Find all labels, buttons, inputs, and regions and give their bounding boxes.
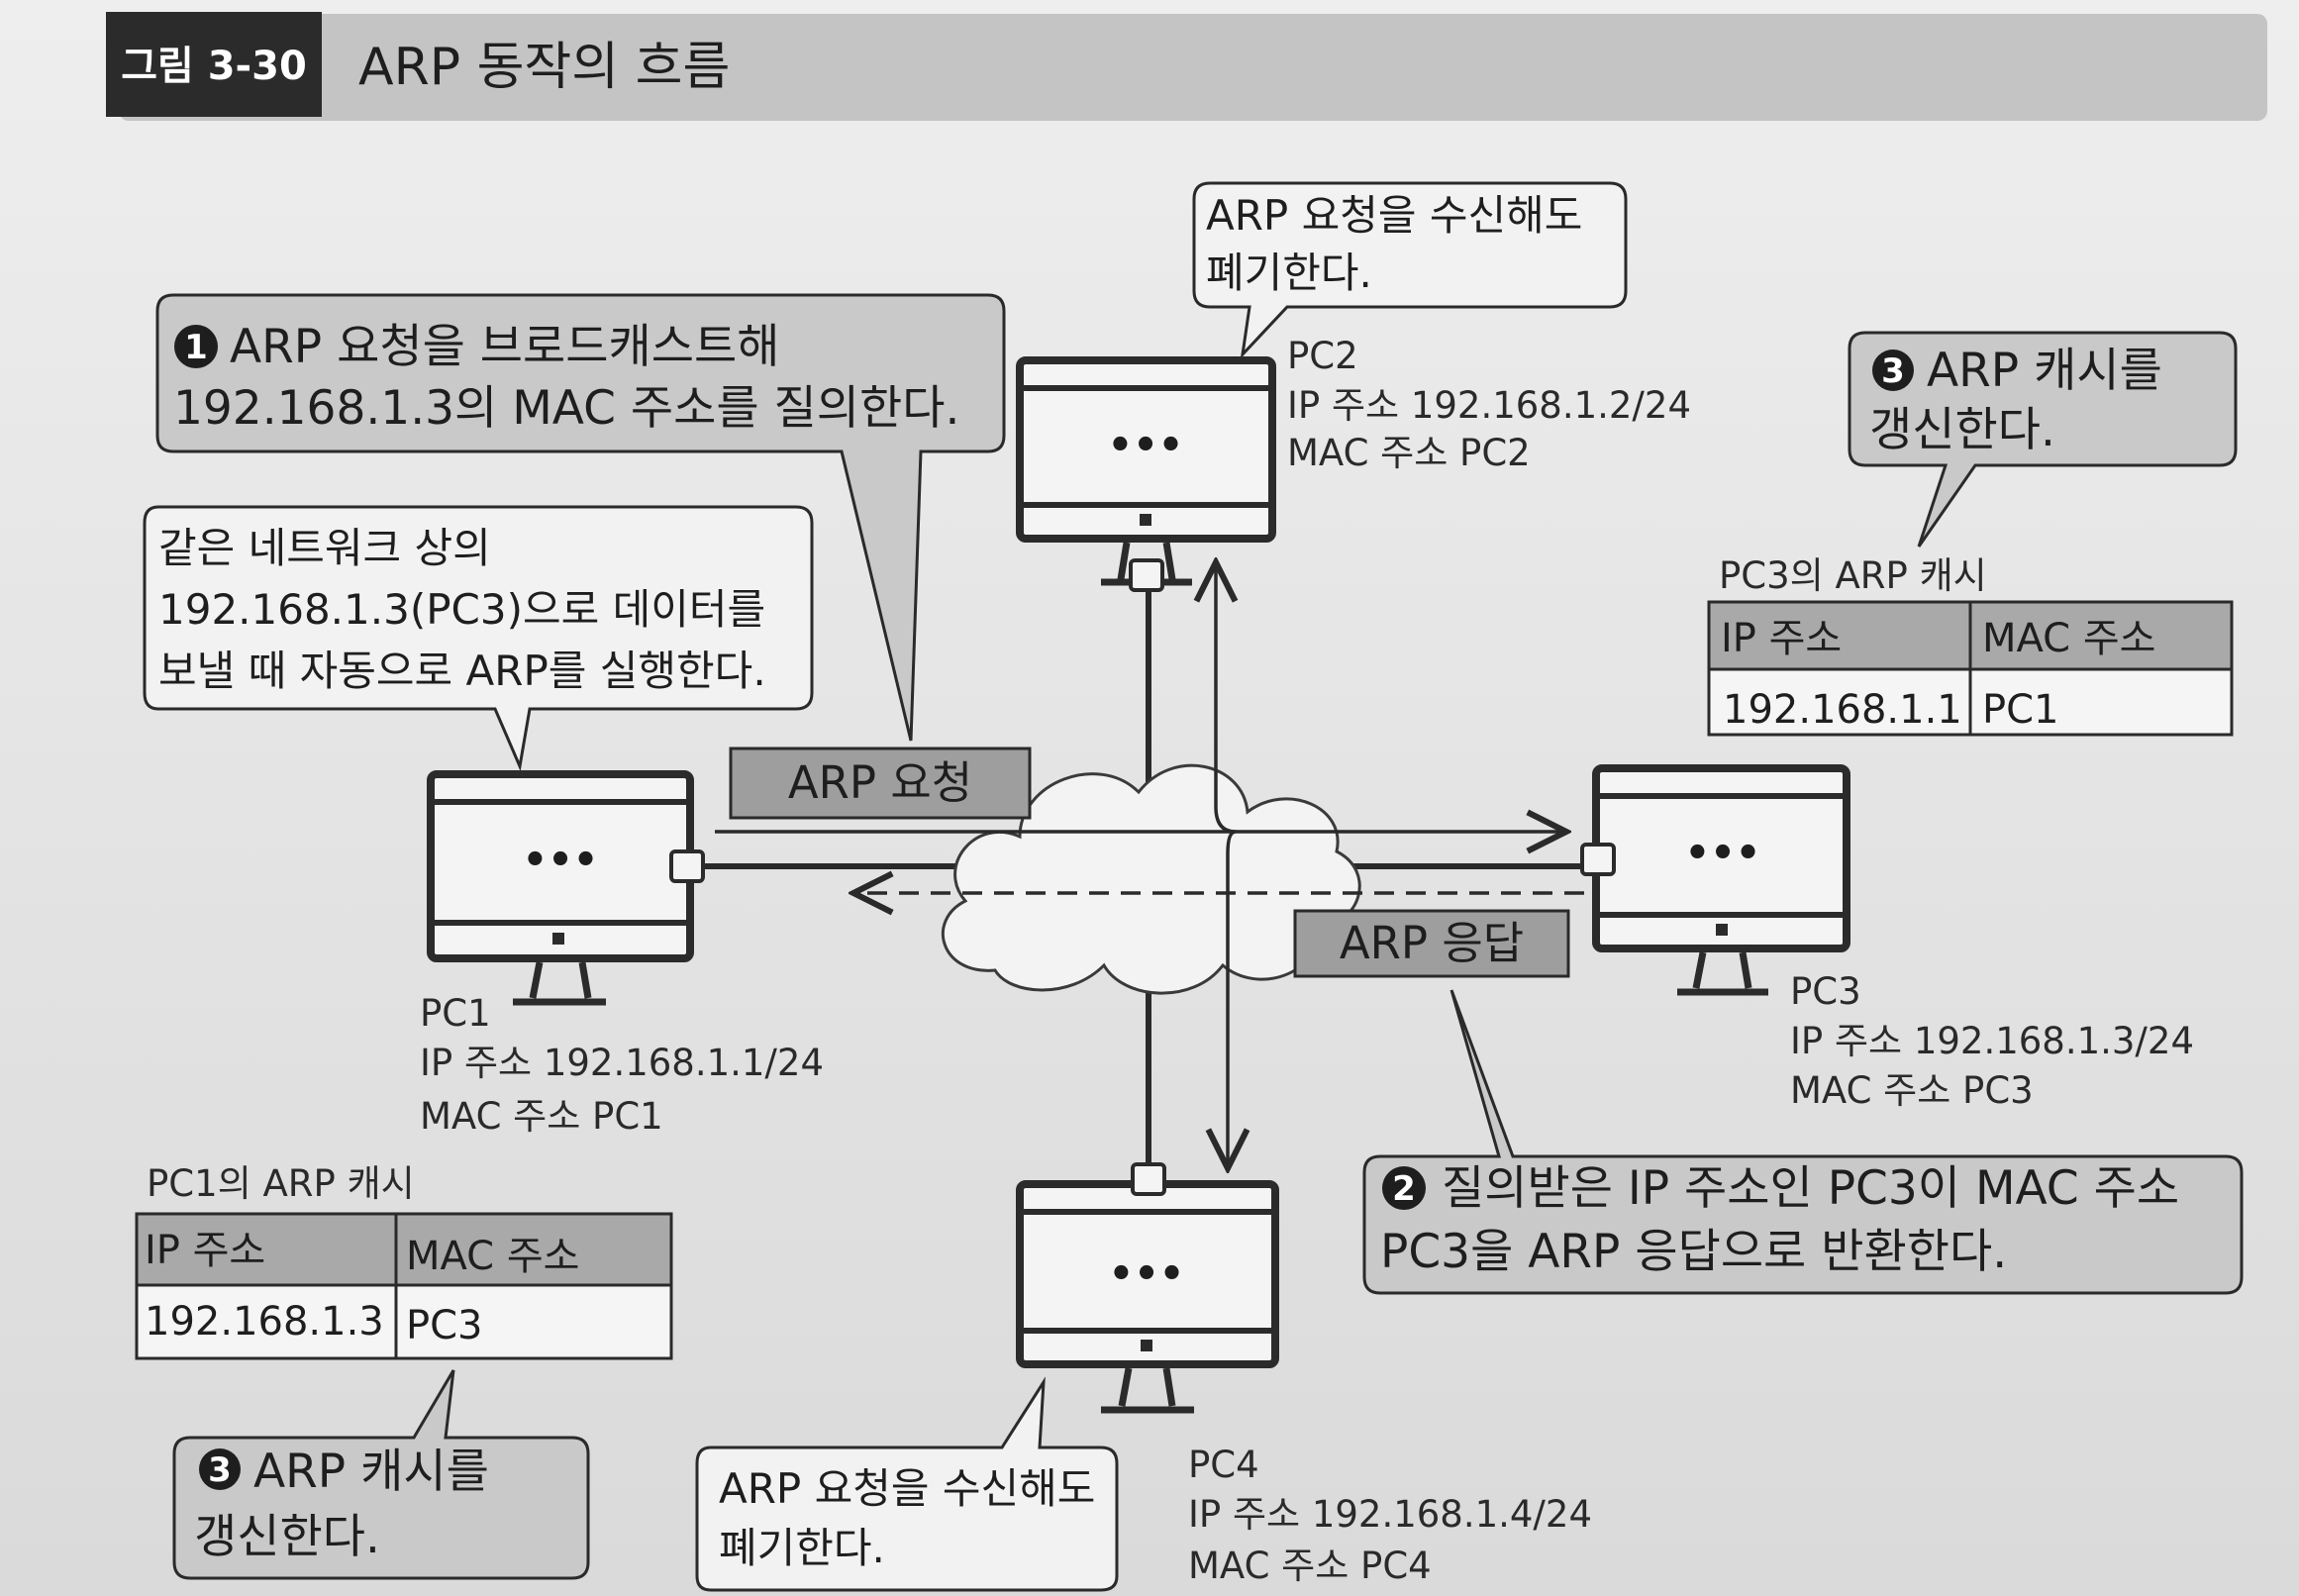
pc1-cache-header-mac: MAC 주소: [406, 1234, 579, 1279]
badge-step2-number: 2: [1392, 1169, 1416, 1209]
monitor-pc1: •••: [427, 770, 705, 1006]
pc4-mac: MAC 주소 PC4: [1188, 1545, 1432, 1587]
pc2-discard-line2: 폐기한다.: [1206, 249, 1372, 297]
host-label-pc3: PC3 IP 주소 192.168.1.3/24 MAC 주소 PC3: [1790, 970, 2194, 1112]
callout-pc1-note: 같은 네트워크 상의 192.168.1.3(PC3)으로 데이터를 보낼 때 …: [143, 505, 814, 772]
badge-step3-pc1: [199, 1448, 241, 1490]
arp-reply-tag: [1293, 909, 1570, 978]
arp-cache-pc1: PC1의 ARP 캐시 IP 주소 MAC 주소 192.168.1.3 PC3: [135, 1162, 673, 1360]
pc2-mac: MAC 주소 PC2: [1287, 432, 1531, 474]
pc3-ip: IP 주소 192.168.1.3/24: [1790, 1020, 2194, 1062]
step1-line1: ARP 요청을 브로드캐스트해: [230, 320, 779, 374]
pc4-ip: IP 주소 192.168.1.4/24: [1188, 1493, 1592, 1536]
pc2-screen-glyph: •••: [1108, 423, 1184, 468]
monitor-pc4: •••: [1016, 1162, 1279, 1414]
figure-title: ARP 동작의 흐름: [358, 38, 730, 97]
pc1-note-line1: 같은 네트워크 상의: [158, 524, 491, 572]
step1-line2: 192.168.1.3의 MAC 주소를 질의한다.: [173, 381, 959, 436]
host-label-pc1: PC1 IP 주소 192.168.1.1/24 MAC 주소 PC1: [420, 992, 824, 1138]
figure-number: 그림 3-30: [121, 44, 307, 89]
figure-number-box: [106, 12, 322, 117]
pc1-cache-cell-ip: 192.168.1.3: [145, 1299, 384, 1345]
step2-line1: 질의받은 IP 주소인 PC3이 MAC 주소: [1442, 1161, 2179, 1216]
pc4-name: PC4: [1188, 1444, 1259, 1486]
pc3-screen-glyph: •••: [1685, 831, 1761, 876]
pc1-cache-header-row: [135, 1212, 673, 1287]
badge-step3-pc1-number: 3: [208, 1450, 232, 1490]
pc3-cache-cell-ip: 192.168.1.1: [1723, 687, 1962, 733]
callout-pc4-discard: ARP 요청을 수신해도 폐기한다.: [695, 1376, 1119, 1592]
pc1-ip: IP 주소 192.168.1.1/24: [420, 1042, 824, 1084]
callout-step2: 2 질의받은 IP 주소인 PC3이 MAC 주소 PC3을 ARP 응답으로 …: [1362, 989, 2244, 1295]
arp-cache-pc3: PC3의 ARP 캐시 IP 주소 MAC 주소 192.168.1.1 PC1: [1707, 554, 2234, 737]
step3-pc3-line1: ARP 캐시를: [1927, 344, 2162, 398]
pc2-discard-line1: ARP 요청을 수신해도: [1206, 191, 1582, 240]
arp-reply-label: ARP 응답: [1340, 917, 1524, 969]
network-cloud: [941, 763, 1361, 995]
pc4-discard-line2: 폐기한다.: [719, 1524, 885, 1572]
callout-step3-pc1: 3 ARP 캐시를 갱신한다.: [172, 1369, 590, 1580]
pc2-name: PC2: [1287, 335, 1358, 377]
host-label-pc4: PC4 IP 주소 192.168.1.4/24 MAC 주소 PC4: [1188, 1444, 1592, 1587]
badge-step3-pc3-number: 3: [1881, 351, 1905, 391]
callout-step3-pc3: 3 ARP 캐시를 갱신한다.: [1848, 331, 2238, 548]
badge-step1: [174, 325, 218, 368]
pc3-cache-title: PC3의 ARP 캐시: [1719, 554, 1987, 597]
callout-pc2-discard: ARP 요청을 수신해도 폐기한다.: [1192, 181, 1628, 359]
pc4-screen-glyph: •••: [1109, 1251, 1185, 1297]
badge-step1-number: 1: [184, 328, 208, 367]
host-label-pc2: PC2 IP 주소 192.168.1.2/24 MAC 주소 PC2: [1287, 335, 1691, 474]
pc1-note-line3: 보낼 때 자동으로 ARP를 실행한다.: [158, 647, 766, 695]
pc1-cache-cell-mac: PC3: [406, 1303, 483, 1348]
pc1-cache-header-ip: IP 주소: [145, 1228, 265, 1273]
monitor-pc2: •••: [1016, 356, 1276, 592]
step3-pc1-line1: ARP 캐시를: [253, 1445, 489, 1499]
pc1-cache-title: PC1의 ARP 캐시: [147, 1162, 415, 1205]
pc3-name: PC3: [1790, 970, 1861, 1013]
pc2-ip: IP 주소 192.168.1.2/24: [1287, 384, 1691, 427]
pc3-cache-header-mac: MAC 주소: [1982, 616, 2155, 661]
header-bar: [119, 14, 2267, 121]
step3-pc1-line2: 갱신한다.: [194, 1510, 380, 1564]
arp-request-tag: [729, 747, 1032, 820]
pc1-screen-glyph: •••: [523, 838, 599, 883]
pc1-mac: MAC 주소 PC1: [420, 1095, 663, 1138]
broadcast-arrow-pc4: [1228, 830, 1236, 1168]
step2-line2: PC3을 ARP 응답으로 반환한다.: [1380, 1225, 2007, 1279]
monitor-pc3: •••: [1580, 764, 1850, 996]
arp-request-label: ARP 요청: [788, 756, 972, 809]
pc3-cache-header-ip: IP 주소: [1721, 616, 1842, 661]
pc1-note-line2: 192.168.1.3(PC3)으로 데이터를: [158, 585, 765, 634]
pc3-cache-cell-mac: PC1: [1982, 687, 2059, 733]
badge-step2: [1382, 1166, 1426, 1210]
pc4-discard-line1: ARP 요청을 수신해도: [719, 1464, 1095, 1513]
badge-step3-pc3: [1872, 349, 1914, 391]
pc3-mac: MAC 주소 PC3: [1790, 1069, 2034, 1112]
callout-step1: 1 ARP 요청을 브로드캐스트해 192.168.1.3의 MAC 주소를 질…: [155, 293, 1006, 742]
pc1-name: PC1: [420, 992, 491, 1035]
step3-pc3-line2: 갱신한다.: [1869, 403, 2055, 457]
